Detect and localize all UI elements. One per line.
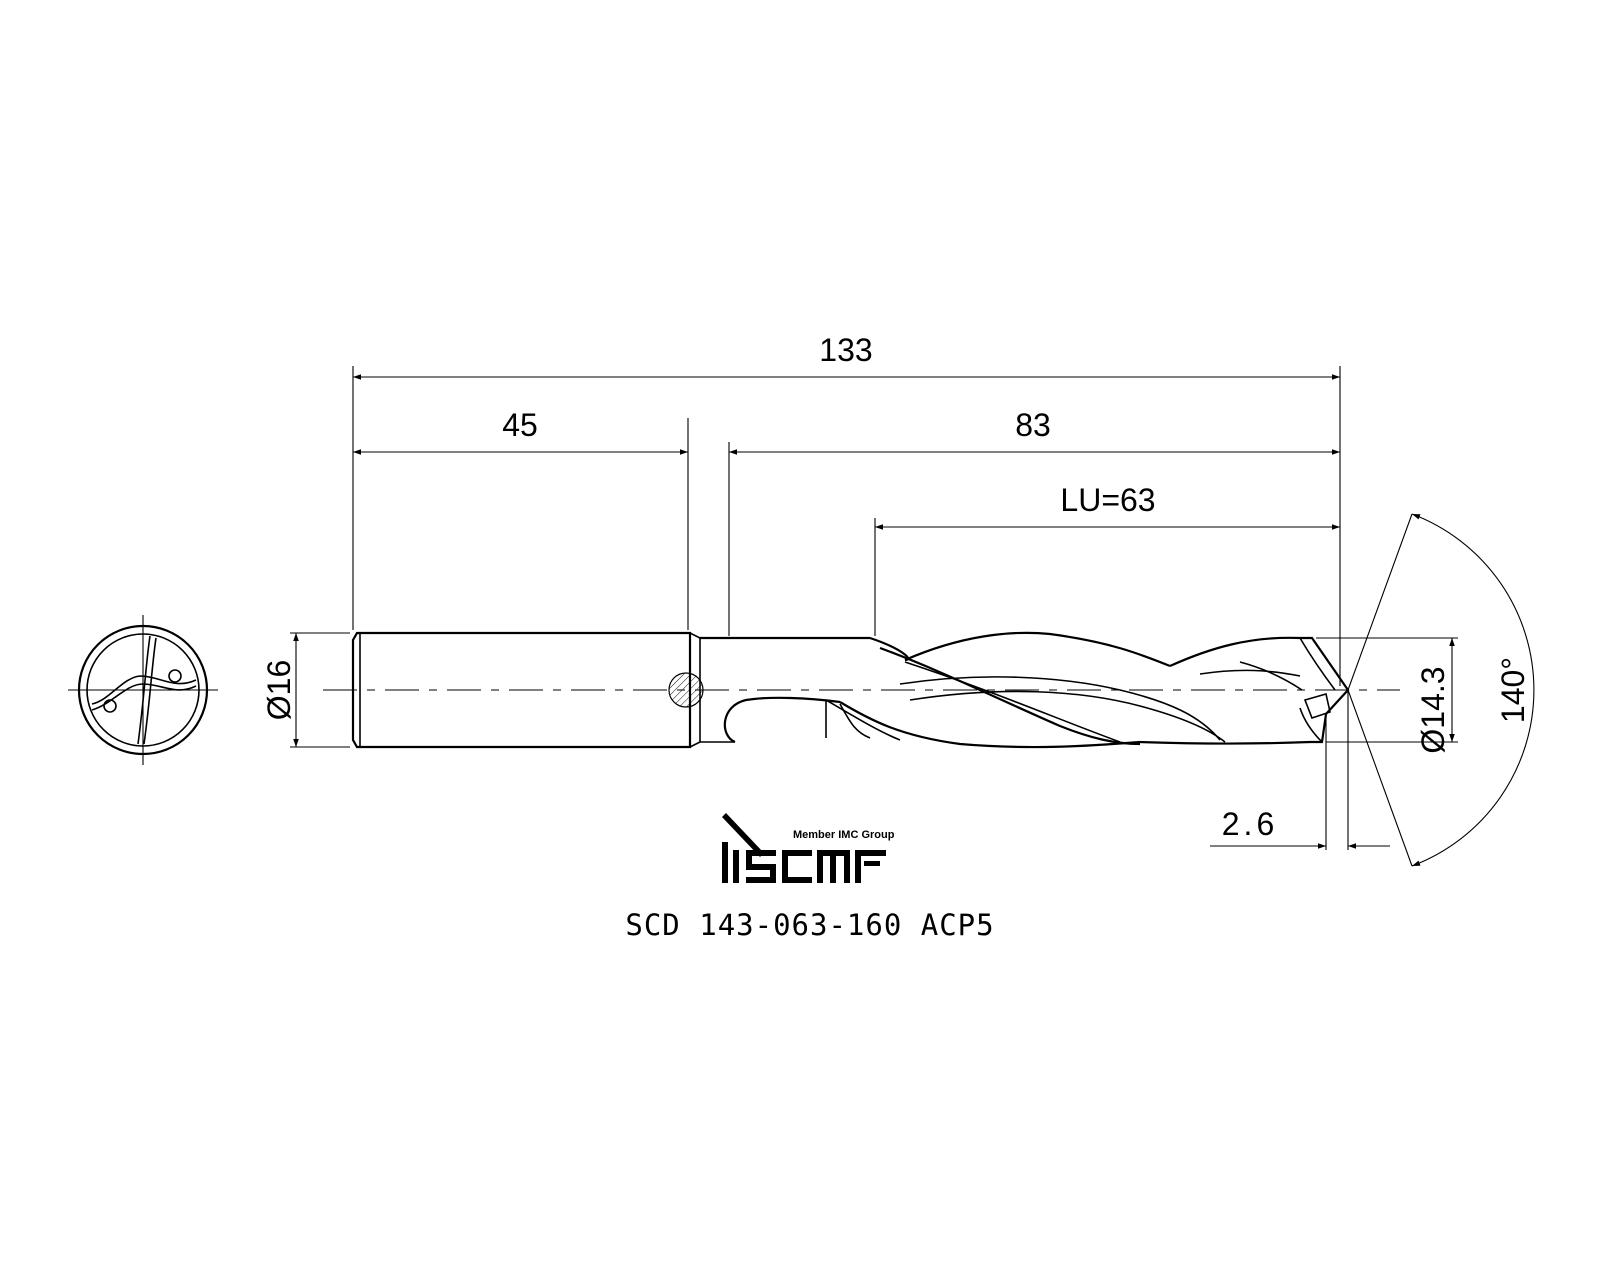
drill-diameter-label: Ø14.3: [1415, 666, 1451, 753]
shank: [351, 631, 704, 749]
dimension-overall-length: 133: [353, 332, 1340, 380]
brand-wordmark: [722, 813, 886, 883]
dimension-shank-length: 45: [353, 407, 688, 455]
dimension-point-length: 2.6: [1210, 806, 1390, 849]
fluted-body: [700, 631, 1311, 749]
dimension-body-length: 83: [729, 407, 1340, 455]
point-length-label: 2.6: [1222, 806, 1278, 842]
dimension-shank-diameter: Ø16: [261, 633, 299, 747]
dimension-point-angle: 140°: [1411, 513, 1535, 867]
part-number: SCD 143-063-160 ACP5: [625, 908, 994, 942]
logo-tagline: Member IMC Group: [793, 829, 895, 841]
brand-logo: Member IMC Group: [722, 813, 895, 883]
dimension-drill-diameter: Ø14.3: [1415, 638, 1455, 754]
drill-point: [1299, 636, 1350, 744]
usable-length-label: LU=63: [1060, 482, 1155, 518]
point-angle-label: 140°: [1495, 657, 1531, 723]
end-view: [68, 615, 218, 765]
dimension-usable-length: LU=63: [875, 482, 1340, 530]
extension-lines: [290, 366, 1458, 867]
coolant-hole-section: [668, 672, 704, 708]
shank-diameter-label: Ø16: [261, 660, 297, 720]
body-length-label: 83: [1015, 407, 1051, 443]
shank-length-label: 45: [502, 407, 538, 443]
overall-length-label: 133: [819, 332, 872, 368]
